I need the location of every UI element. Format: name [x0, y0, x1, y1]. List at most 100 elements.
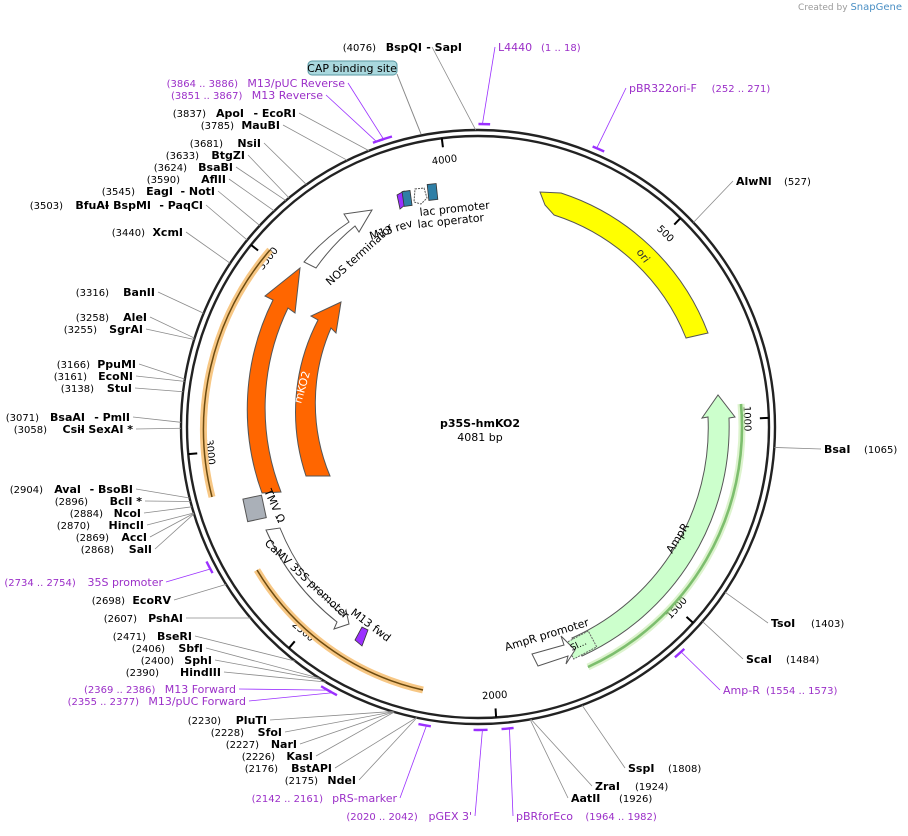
- site-leader: [143, 506, 192, 514]
- primer-name[interactable]: M13 Reverse: [252, 89, 323, 102]
- cap-binding-site[interactable]: CAP binding site: [307, 60, 422, 135]
- site-name[interactable]: AatII: [571, 792, 600, 805]
- feature-ampr[interactable]: [571, 394, 736, 657]
- primer-name[interactable]: pRS-marker: [332, 792, 397, 805]
- site-leader: [134, 387, 184, 393]
- site-name[interactable]: TsoI: [771, 617, 795, 630]
- site-name[interactable]: MauBI: [241, 119, 280, 132]
- tick-mark: [673, 217, 682, 226]
- site-name[interactable]: BstAPI: [291, 762, 332, 775]
- site-position: (527): [784, 177, 811, 188]
- label-hmko: hmKO: [236, 359, 254, 394]
- plasmid-size: 4081 bp: [457, 431, 502, 444]
- primer-name[interactable]: M13/pUC Reverse: [247, 77, 345, 90]
- site-name[interactable]: BsaI: [824, 443, 850, 456]
- site-name[interactable]: XcmI: [152, 226, 183, 239]
- site-position: (2904): [10, 485, 43, 496]
- site-name[interactable]: BseRI: [157, 630, 192, 643]
- site-name[interactable]: AccI: [121, 531, 147, 544]
- site-leader: [315, 711, 395, 757]
- label-m13fwd: M13 fwd: [348, 606, 393, 644]
- site-name[interactable]: - BspMI: [105, 199, 151, 212]
- site-leader: [138, 363, 186, 380]
- site-name[interactable]: BclI *: [110, 495, 143, 508]
- site-position: (3545): [102, 187, 135, 198]
- site-name[interactable]: AleI: [123, 311, 147, 324]
- site-name[interactable]: SgrAI: [109, 323, 143, 336]
- site-position: (3071): [6, 413, 39, 424]
- site-name[interactable]: SfoI: [258, 726, 282, 739]
- site-name[interactable]: - SexAI *: [80, 423, 133, 436]
- site-name[interactable]: BsaBI: [198, 161, 233, 174]
- site-name[interactable]: NdeI: [327, 774, 356, 787]
- feature-lac-promoter[interactable]: [413, 187, 428, 205]
- site-name[interactable]: SspI: [628, 762, 654, 775]
- feature-mko2[interactable]: [295, 301, 342, 477]
- site-name[interactable]: BspQI: [386, 41, 422, 54]
- site-name[interactable]: PluTI: [236, 714, 267, 727]
- site-name[interactable]: - EcoRI: [253, 107, 296, 120]
- primer-name[interactable]: M13 Forward: [165, 683, 236, 696]
- site-name[interactable]: CsiI: [63, 423, 85, 436]
- site-name[interactable]: NsiI: [237, 137, 261, 150]
- site-name[interactable]: - PmlI: [94, 411, 130, 424]
- site-name[interactable]: KasI: [286, 750, 313, 763]
- primer-name[interactable]: L4440: [498, 41, 532, 54]
- feature-hmko[interactable]: [246, 266, 301, 494]
- primer-name[interactable]: pBR322ori-F: [629, 82, 697, 95]
- site-name[interactable]: HindIII: [180, 666, 221, 679]
- site-name[interactable]: BsaAI: [50, 411, 85, 424]
- site-name[interactable]: ScaI: [746, 653, 772, 666]
- site-name[interactable]: NarI: [271, 738, 297, 751]
- site-leader: [724, 591, 769, 624]
- site-name[interactable]: BanII: [123, 286, 155, 299]
- site-name[interactable]: StuI: [107, 382, 132, 395]
- primer-name[interactable]: pGEX 3': [428, 810, 472, 823]
- tick-mark: [250, 244, 259, 252]
- site-name[interactable]: PpuMI: [97, 358, 136, 371]
- feature-lac-operator[interactable]: [401, 190, 413, 207]
- feature-lac-operator-2[interactable]: [426, 183, 439, 201]
- site-name[interactable]: AvaI: [54, 483, 81, 496]
- site-name[interactable]: NcoI: [114, 507, 141, 520]
- primer-name[interactable]: M13/pUC Forward: [148, 695, 246, 708]
- site-name[interactable]: SphI: [184, 654, 212, 667]
- site-position: (3837): [173, 109, 206, 120]
- primer-leader: [509, 728, 514, 817]
- feature-camv35s[interactable]: [265, 527, 350, 630]
- primer-name[interactable]: pBRforEco: [516, 810, 573, 823]
- site-name[interactable]: AflII: [201, 173, 226, 186]
- site-name[interactable]: EcoRV: [132, 594, 171, 607]
- site-name[interactable]: BtgZI: [211, 149, 245, 162]
- site-name[interactable]: PshAI: [148, 612, 183, 625]
- site-name[interactable]: BfuAI: [75, 199, 109, 212]
- primer-marker: [205, 560, 214, 574]
- site-name[interactable]: - BsoBI: [90, 483, 133, 496]
- primer-marker: [592, 145, 605, 153]
- site-name[interactable]: - PaqCI: [159, 199, 203, 212]
- site-leader: [146, 512, 194, 526]
- site-name[interactable]: - SapI: [426, 41, 462, 54]
- primer-name[interactable]: Amp-R: [723, 684, 760, 697]
- feature-m13fwd[interactable]: [354, 626, 369, 647]
- label-camv: CaMV 35S promoter: [262, 537, 352, 622]
- site-name[interactable]: SbfI: [178, 642, 203, 655]
- primer-name[interactable]: 35S promoter: [87, 576, 163, 589]
- site-position: (2226): [242, 752, 275, 763]
- feature-nos-terminator[interactable]: [303, 209, 373, 269]
- primer-markers: [165, 46, 721, 817]
- site-leader: [774, 447, 822, 450]
- site-name[interactable]: EcoNI: [98, 370, 133, 383]
- site-position: (2390): [126, 668, 159, 679]
- site-position: (2607): [104, 614, 137, 625]
- site-name[interactable]: ZraI: [595, 780, 620, 793]
- feature-ori[interactable]: [539, 191, 709, 339]
- site-name[interactable]: HincII: [108, 519, 144, 532]
- site-name[interactable]: ApoI: [216, 107, 244, 120]
- feature-ampr-promoter[interactable]: [531, 635, 576, 667]
- site-name[interactable]: AlwNI: [736, 175, 772, 188]
- site-name[interactable]: EagI: [146, 185, 173, 198]
- site-name[interactable]: - NotI: [180, 185, 215, 198]
- site-name[interactable]: SalI: [129, 543, 152, 556]
- feature-tmv[interactable]: [242, 494, 267, 523]
